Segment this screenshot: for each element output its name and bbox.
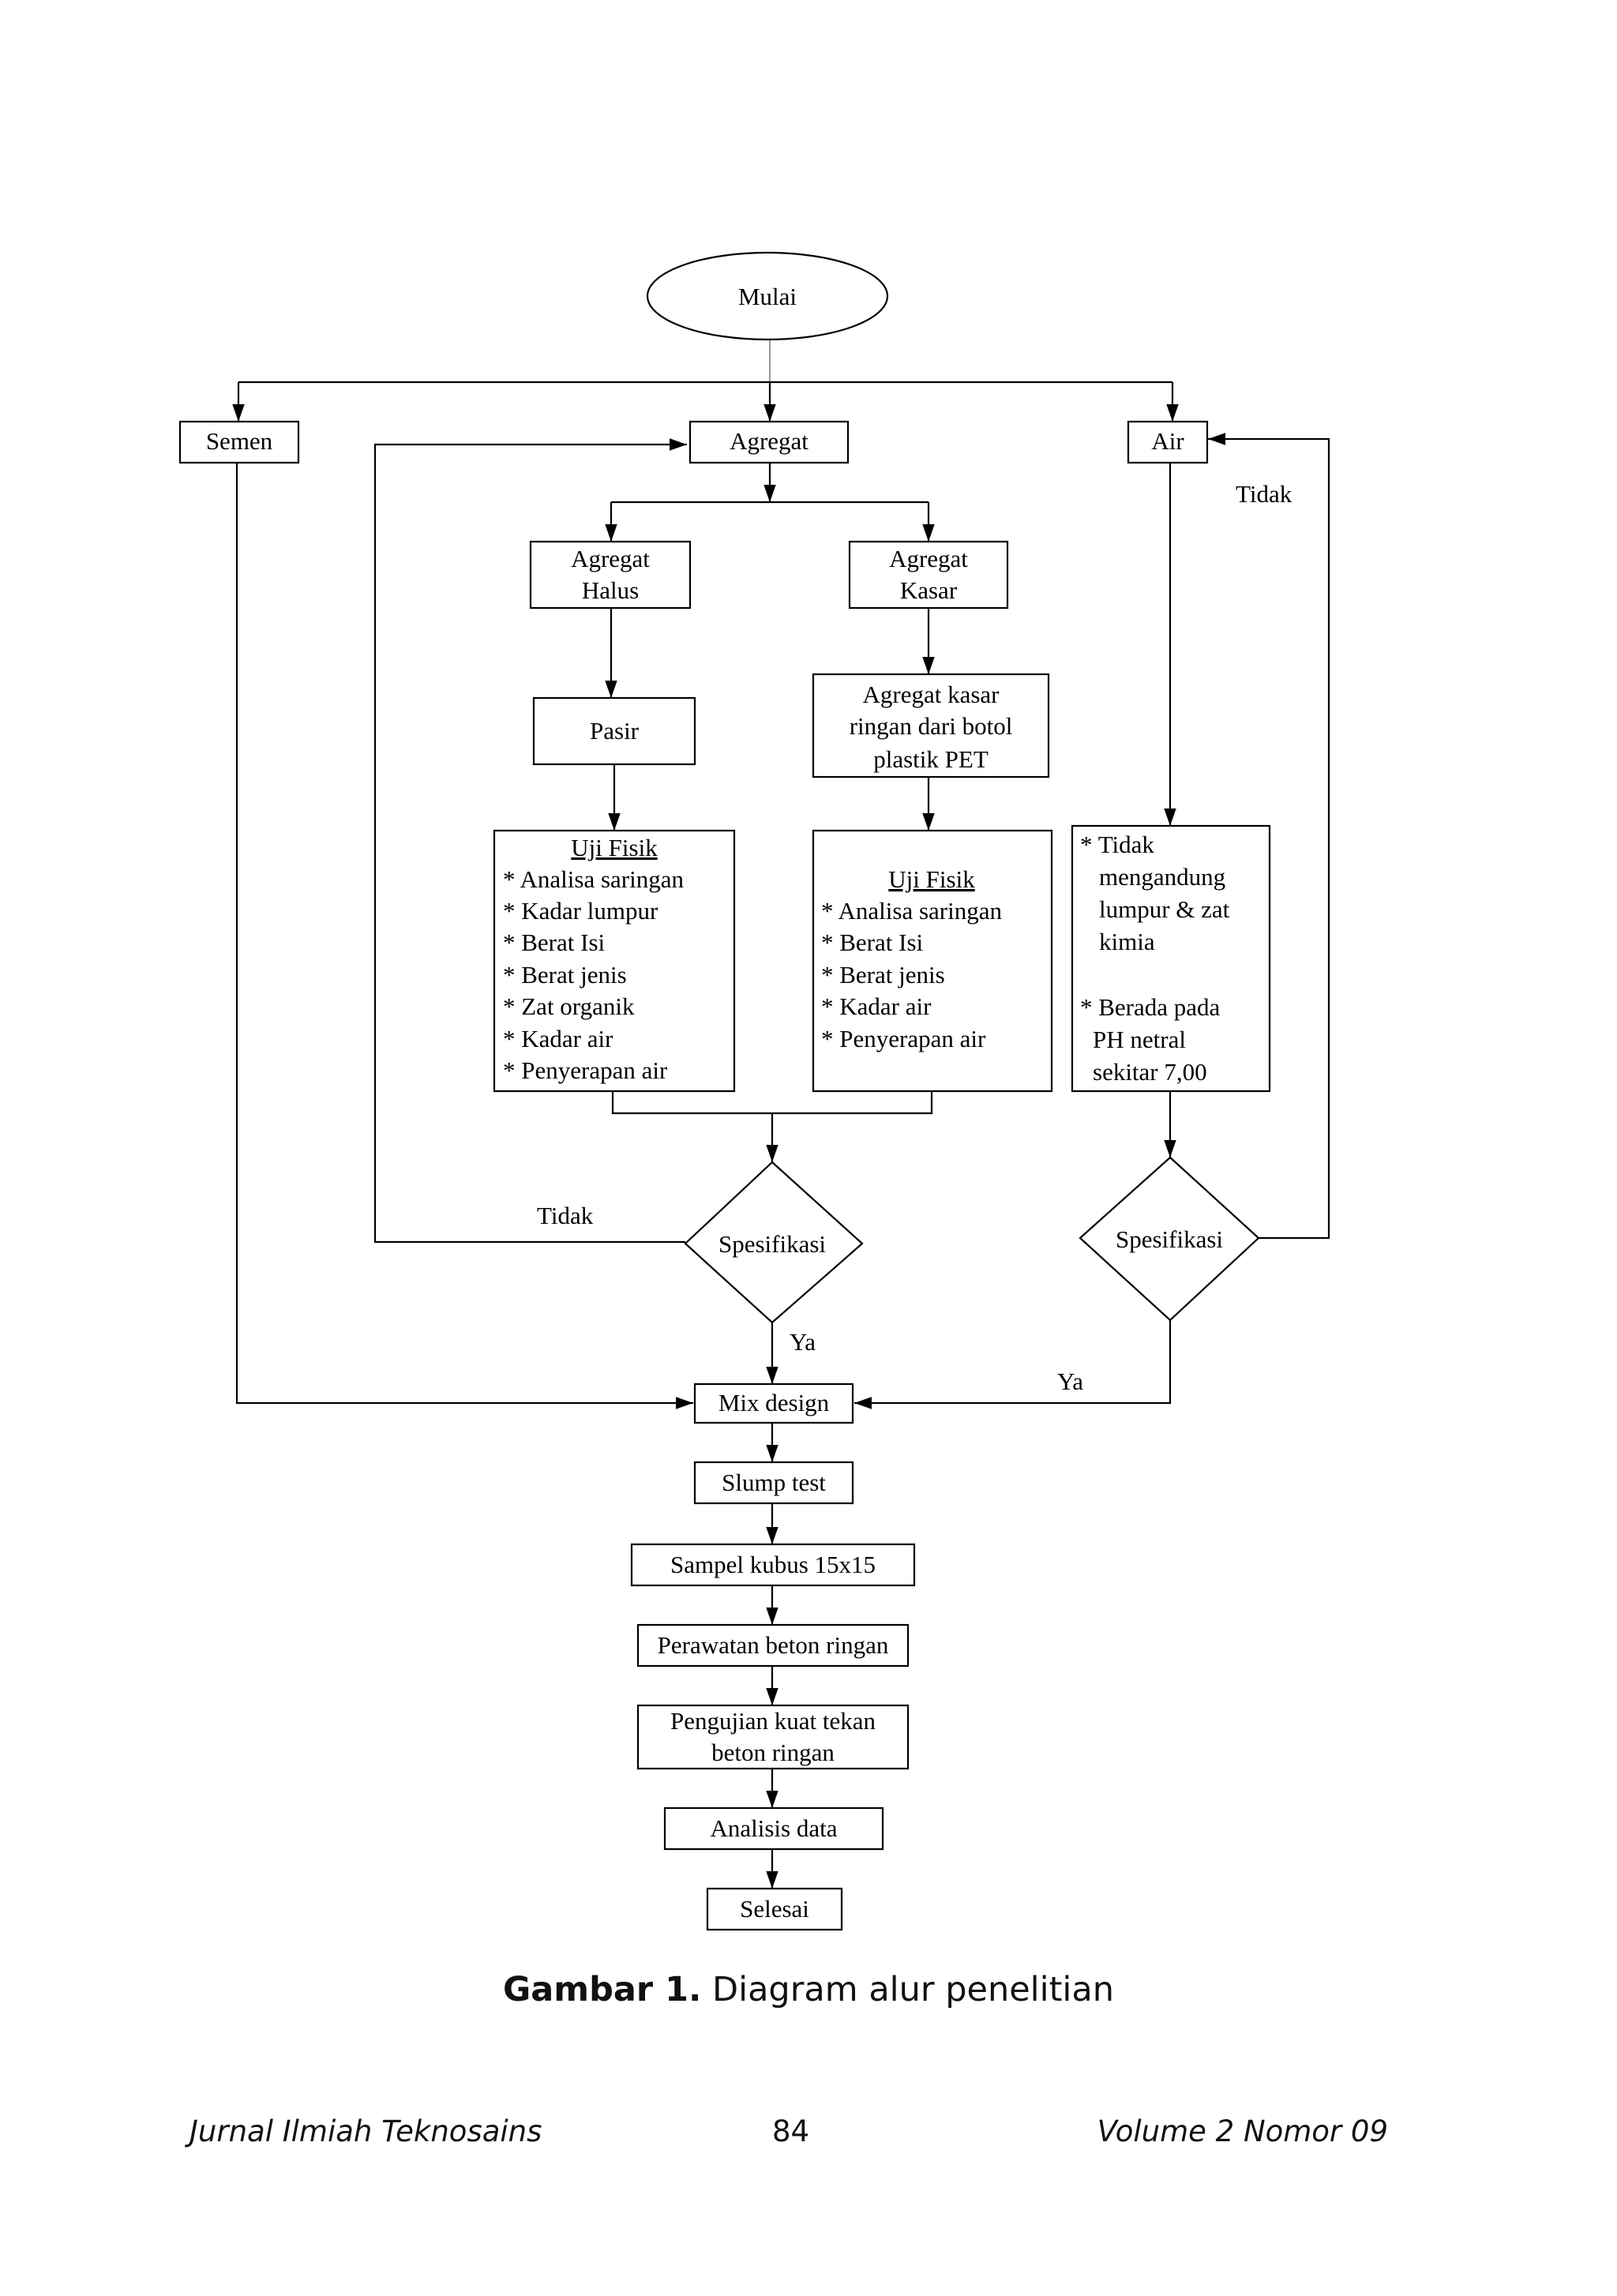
uji-kasar-item: * Berat jenis <box>821 961 945 989</box>
caption-text: Diagram alur penelitian <box>701 1970 1114 2009</box>
uji-kasar-item: * Penyerapan air <box>821 1025 986 1052</box>
semen-node: Semen <box>178 420 300 464</box>
pasir-node: Pasir <box>532 696 696 766</box>
uji-kasar-item: * Kadar air <box>821 992 932 1020</box>
uji-fisik-kasar-node: Uji Fisik * Analisa saringan * Berat Isi… <box>812 829 1053 1093</box>
spesifikasi-air-label: Spesifikasi <box>1116 1225 1223 1253</box>
analisis-node: Analisis data <box>663 1806 884 1851</box>
uji-halus-item: * Berat jenis <box>503 961 627 989</box>
agregat-halus-line-2: Halus <box>582 576 639 604</box>
pasir-label: Pasir <box>590 717 640 745</box>
agregat-kasar-line-2: Kasar <box>900 576 958 604</box>
uji-halus-item: * Penyerapan air <box>503 1056 668 1084</box>
agregat-halus-line-1: Agregat <box>571 545 650 572</box>
caption-label: Gambar 1. <box>503 1970 702 2009</box>
agregat-halus-node: Agregat Halus <box>529 540 692 610</box>
slump-test-label: Slump test <box>722 1469 826 1496</box>
pengujian-line-2: beton ringan <box>711 1739 835 1766</box>
uji-halus-item: * Zat organik <box>503 992 635 1020</box>
start-node: Mulai <box>646 251 889 341</box>
spesifikasi-air-decision: Spesifikasi <box>1079 1156 1260 1322</box>
air-node: Air <box>1127 420 1209 464</box>
slump-test-node: Slump test <box>693 1461 854 1505</box>
loop-tidak-air <box>1208 433 1330 1240</box>
perawatan-label: Perawatan beton ringan <box>658 1631 889 1659</box>
selesai-node: Selesai <box>706 1887 843 1931</box>
agregat-kasar-line-1: Agregat <box>889 545 968 572</box>
spesifikasi-agregat-decision: Spesifikasi <box>684 1161 864 1324</box>
uji-kasar-item: * Berat Isi <box>821 929 924 956</box>
uji-fisik-kasar-title: Uji Fisik <box>888 865 975 893</box>
air-spec-line: PH netral <box>1093 1026 1186 1053</box>
start-label: Mulai <box>738 283 797 310</box>
perawatan-node: Perawatan beton ringan <box>636 1623 910 1668</box>
uji-halus-item: * Analisa saringan <box>503 865 685 893</box>
connector-uji-join <box>611 1091 933 1115</box>
agregat-pet-line-3: plastik PET <box>873 745 989 773</box>
uji-halus-item: * Kadar air <box>503 1025 613 1052</box>
uji-kasar-item: * Analisa saringan <box>821 897 1003 925</box>
footer-volume: Volume 2 Nomor 09 <box>1097 2114 1388 2148</box>
uji-fisik-halus-title: Uji Fisik <box>571 834 658 861</box>
figure-caption: Gambar 1. Diagram alur penelitian <box>0 1970 1617 2009</box>
arrow-ya-air <box>854 1320 1172 1409</box>
spesifikasi-agregat-label: Spesifikasi <box>718 1230 826 1258</box>
agregat-pet-node: Agregat kasar ringan dari botol plastik … <box>812 673 1050 778</box>
air-spec-line: kimia <box>1099 928 1155 955</box>
air-spec-line: lumpur & zat <box>1099 895 1230 923</box>
agregat-label: Agregat <box>730 427 808 455</box>
uji-fisik-halus-node: Uji Fisik * Analisa saringan * Kadar lum… <box>493 829 736 1093</box>
label-ya-agregat: Ya <box>790 1328 816 1356</box>
agregat-kasar-node: Agregat Kasar <box>848 540 1009 610</box>
agregat-pet-line-1: Agregat kasar <box>863 681 1000 708</box>
air-spec-line: * Berada pada <box>1080 993 1221 1021</box>
semen-label: Semen <box>206 427 273 455</box>
footer-page-number: 84 <box>772 2114 810 2148</box>
agregat-pet-line-2: ringan dari botol <box>850 712 1013 740</box>
selesai-label: Selesai <box>740 1895 809 1923</box>
air-spec-line: * Tidak <box>1080 831 1154 858</box>
agregat-node: Agregat <box>688 420 850 464</box>
connectors <box>232 340 1330 1889</box>
uji-halus-item: * Kadar lumpur <box>503 897 658 925</box>
sampel-node: Sampel kubus 15x15 <box>630 1543 916 1587</box>
air-spec-line: sekitar 7,00 <box>1093 1058 1207 1086</box>
pengujian-node: Pengujian kuat tekan beton ringan <box>636 1704 910 1770</box>
air-label: Air <box>1151 427 1184 455</box>
sampel-label: Sampel kubus 15x15 <box>670 1551 876 1578</box>
mix-design-node: Mix design <box>693 1382 854 1424</box>
label-tidak-air: Tidak <box>1236 480 1292 508</box>
arrow-semen-to-mix <box>235 463 693 1409</box>
label-tidak-agregat: Tidak <box>537 1202 594 1229</box>
mix-design-label: Mix design <box>718 1389 830 1416</box>
analisis-label: Analisis data <box>711 1814 838 1842</box>
uji-halus-item: * Berat Isi <box>503 929 606 956</box>
loop-tidak-agregat <box>373 438 687 1244</box>
air-spec-line: mengandung <box>1099 863 1225 891</box>
label-ya-air: Ya <box>1057 1367 1083 1395</box>
pengujian-line-1: Pengujian kuat tekan <box>670 1707 876 1735</box>
air-spec-node: * Tidak mengandung lumpur & zat kimia * … <box>1071 824 1271 1093</box>
footer-journal: Jurnal Ilmiah Teknosains <box>189 2114 542 2148</box>
